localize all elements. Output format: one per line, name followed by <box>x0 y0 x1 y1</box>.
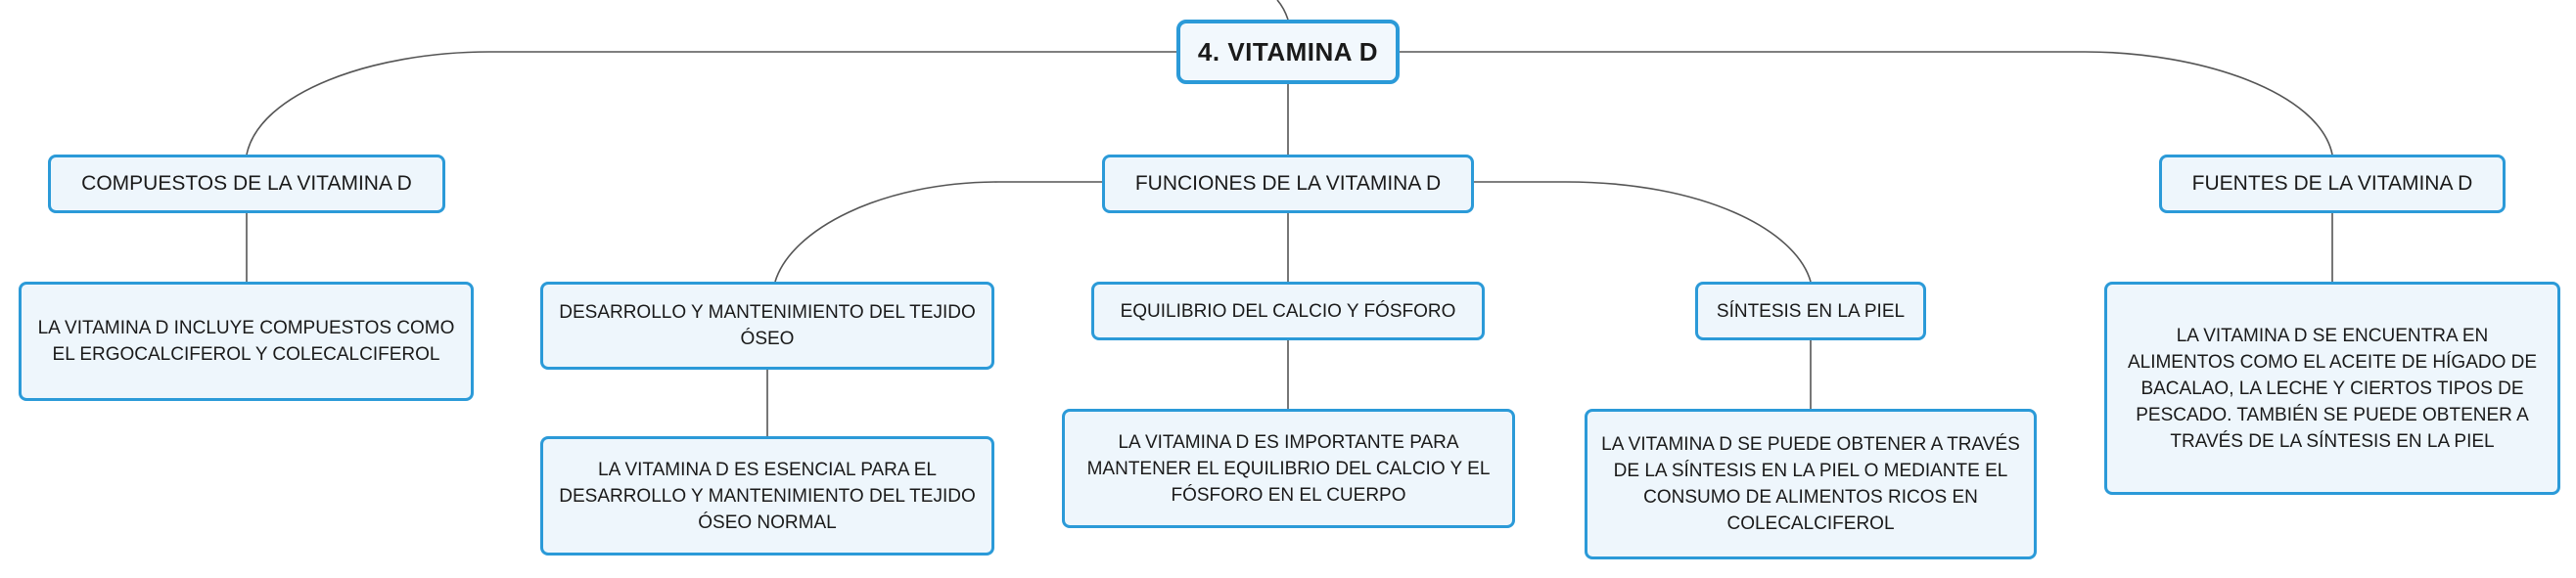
subtopic-piel-label: SÍNTESIS EN LA PIEL <box>1716 300 1906 322</box>
connector-funciones-piel <box>1474 181 1812 283</box>
detail-calcio-text: LA VITAMINA D ES IMPORTANTE PARA MANTENE… <box>1086 431 1491 506</box>
detail-piel[interactable]: LA VITAMINA D SE PUEDE OBTENER A TRAVÉS … <box>1585 409 2037 559</box>
detail-piel-text: LA VITAMINA D SE PUEDE OBTENER A TRAVÉS … <box>1601 434 2020 534</box>
connector-root-compuestos <box>246 51 1176 156</box>
detail-fuentes[interactable]: LA VITAMINA D SE ENCUENTRA EN ALIMENTOS … <box>2104 282 2560 495</box>
connector-parent-root <box>1276 0 1289 21</box>
detail-fuentes-text: LA VITAMINA D SE ENCUENTRA EN ALIMENTOS … <box>2127 325 2538 452</box>
subtopic-piel[interactable]: SÍNTESIS EN LA PIEL <box>1695 282 1926 340</box>
detail-calcio[interactable]: LA VITAMINA D ES IMPORTANTE PARA MANTENE… <box>1062 409 1515 528</box>
detail-oseo[interactable]: LA VITAMINA D ES ESENCIAL PARA EL DESARR… <box>540 436 994 556</box>
topic-funciones[interactable]: FUNCIONES DE LA VITAMINA D <box>1102 155 1474 213</box>
subtopic-calcio-label: EQUILIBRIO DEL CALCIO Y FÓSFORO <box>1120 300 1456 322</box>
topic-compuestos-label: COMPUESTOS DE LA VITAMINA D <box>81 172 412 195</box>
topic-compuestos[interactable]: COMPUESTOS DE LA VITAMINA D <box>48 155 445 213</box>
subtopic-oseo[interactable]: DESARROLLO Y MANTENIMIENTO DEL TEJIDO ÓS… <box>540 282 994 370</box>
detail-oseo-text: LA VITAMINA D ES ESENCIAL PARA EL DESARR… <box>559 459 976 533</box>
topic-fuentes[interactable]: FUENTES DE LA VITAMINA D <box>2159 155 2506 213</box>
connector-funciones-oseo <box>774 181 1102 283</box>
subtopic-oseo-label: DESARROLLO Y MANTENIMIENTO DEL TEJIDO ÓS… <box>559 302 976 349</box>
detail-compuestos[interactable]: LA VITAMINA D INCLUYE COMPUESTOS COMO EL… <box>19 282 474 401</box>
root-topic-label: 4. VITAMINA D <box>1197 36 1379 67</box>
topic-funciones-label: FUNCIONES DE LA VITAMINA D <box>1134 172 1442 195</box>
connector-root-fuentes <box>1400 51 2333 156</box>
root-topic-node[interactable]: 4. VITAMINA D <box>1176 20 1400 84</box>
subtopic-calcio[interactable]: EQUILIBRIO DEL CALCIO Y FÓSFORO <box>1091 282 1485 340</box>
topic-fuentes-label: FUENTES DE LA VITAMINA D <box>2191 172 2473 195</box>
detail-compuestos-text: LA VITAMINA D INCLUYE COMPUESTOS COMO EL… <box>37 318 455 365</box>
